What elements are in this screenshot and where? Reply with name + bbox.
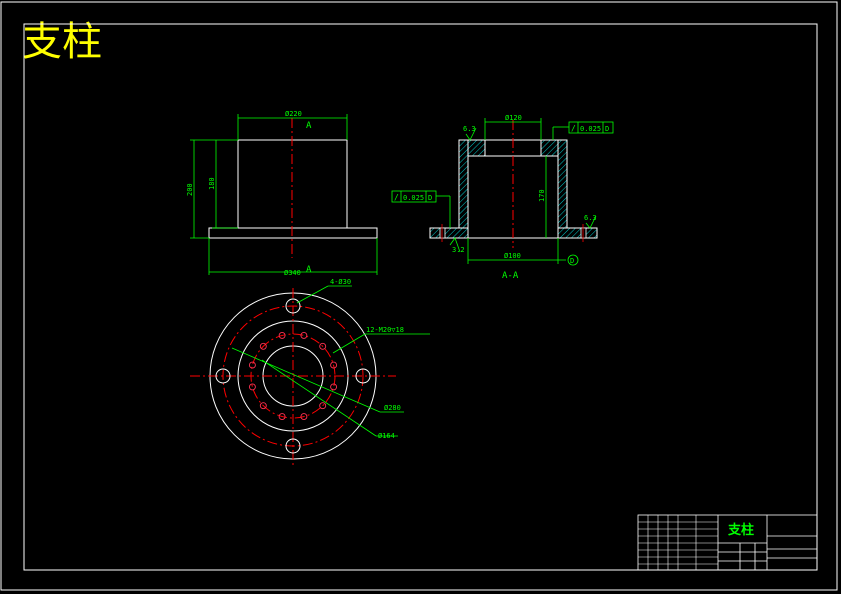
top-dim-inner-circle: Ø164 <box>378 432 395 440</box>
small-hole <box>278 331 286 339</box>
small-hole <box>259 402 267 410</box>
top-dim-outer-circle: Ø280 <box>384 404 401 412</box>
roughness-symbol <box>449 237 461 253</box>
front-view-base <box>208 227 378 239</box>
datum-circle <box>567 254 579 266</box>
section-flange-left <box>429 227 469 239</box>
tolerance-frame-left <box>391 190 437 203</box>
leader-line <box>261 359 377 437</box>
front-dim-top-width: Ø220 <box>285 110 302 118</box>
small-hole <box>330 361 338 369</box>
tolerance-frame-top <box>568 121 614 134</box>
title-block-frame <box>637 514 818 571</box>
roughness-bottom: 3.2 <box>452 246 465 254</box>
section-label: A-A <box>502 271 519 281</box>
front-view: Ø220 A Ø340 A 200 180 <box>186 110 378 277</box>
hole-callout-large: 4-Ø30 <box>330 278 351 286</box>
small-hole <box>330 383 338 391</box>
small-hole <box>300 413 308 421</box>
roughness-symbol <box>465 127 477 141</box>
small-holes <box>248 331 338 421</box>
title-block <box>637 514 818 571</box>
large-hole <box>285 298 301 314</box>
small-hole <box>259 342 267 350</box>
section-wall-left <box>458 139 469 229</box>
small-hole <box>278 413 286 421</box>
hole-callout-small: 12-M20▽18 <box>366 326 404 334</box>
tolerance-symbol: / <box>571 124 576 133</box>
section-hole-right <box>580 227 587 239</box>
section-top-left <box>467 139 486 157</box>
roughness-symbol <box>585 215 597 229</box>
section-mark-top: A <box>306 121 312 131</box>
section-dim-top-width: Ø120 <box>505 114 522 122</box>
tolerance-symbol: / <box>394 193 399 202</box>
section-flange-right <box>557 227 598 239</box>
tolerance-top-value: 0.025 <box>580 125 601 133</box>
leader-line <box>332 333 366 354</box>
tolerance-left-datum: D <box>428 194 432 202</box>
section-hole-left <box>439 227 446 239</box>
small-hole <box>248 361 256 369</box>
inner-frame <box>23 23 818 571</box>
title-block-name: 支柱 <box>727 522 754 538</box>
tolerance-top-datum: D <box>605 125 609 133</box>
front-dim-base-width: Ø340 <box>284 269 301 277</box>
leader-line <box>296 285 329 304</box>
title-block-grid <box>638 515 718 570</box>
section-top-right <box>540 139 559 157</box>
roughness-top: 6.3 <box>463 125 476 133</box>
drawing-title: 支柱 <box>22 19 102 65</box>
top-view: 4-Ø30 12-M20▽18 Ø280 Ø164 <box>190 278 430 468</box>
section-wall-right <box>557 139 568 229</box>
tolerance-left-value: 0.025 <box>403 194 424 202</box>
section-dim-height: 170 <box>538 189 546 202</box>
front-dim-body-height: 180 <box>208 177 216 190</box>
section-dim-bottom-width: Ø100 <box>504 252 521 260</box>
front-dim-total-height: 200 <box>186 183 194 196</box>
small-hole <box>248 383 256 391</box>
large-hole <box>355 368 371 384</box>
section-view: Ø120 6.3 / 0.025 D / 0.025 D 3.2 6.3 170 <box>391 114 614 281</box>
roughness-right: 6.3 <box>584 214 597 222</box>
leader-line <box>231 347 381 413</box>
large-hole <box>215 368 231 384</box>
section-mark-bottom: A <box>306 265 312 275</box>
small-hole <box>319 402 327 410</box>
small-hole <box>300 331 308 339</box>
large-hole <box>285 438 301 454</box>
small-hole <box>319 342 327 350</box>
datum-label: D <box>570 257 574 265</box>
